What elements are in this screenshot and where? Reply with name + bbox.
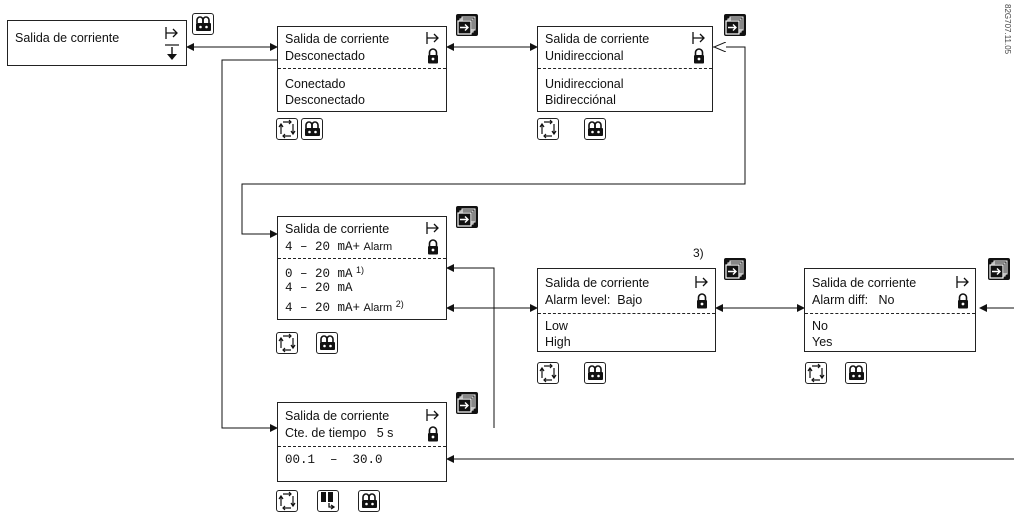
alarm-diff-option-1[interactable]: No: [812, 319, 828, 333]
enter-icon[interactable]: [988, 258, 1010, 280]
direction-menu-box[interactable]: Salida de corriente Unidireccional Unidi…: [537, 26, 713, 112]
direction-value: Unidireccional: [545, 49, 624, 63]
range-option-1[interactable]: 0 – 20 mA 1): [285, 263, 364, 282]
unlock-key-icon[interactable]: [301, 118, 323, 140]
range-option-3[interactable]: 4 – 20 mA+ Alarm 2): [285, 297, 404, 316]
range-value: 4 – 20 mA+ Alarm: [285, 239, 392, 255]
enter-icon: [426, 32, 439, 44]
navigate-arrows-icon[interactable]: [537, 362, 559, 384]
range-option-3-number: 4 – 20 mA+: [285, 301, 361, 315]
padlock-icon: [428, 426, 438, 442]
connected-title: Salida de corriente: [285, 32, 390, 46]
padlock-icon: [958, 293, 968, 309]
alarm-level-value: Alarm level: Bajo: [545, 293, 643, 307]
enter-icon[interactable]: [456, 392, 478, 414]
enter-icon: [695, 276, 708, 288]
unlock-key-icon[interactable]: [584, 118, 606, 140]
time-value: Cte. de tiempo 5 s: [285, 426, 394, 440]
navigate-arrows-icon[interactable]: [537, 118, 559, 140]
padlock-icon: [428, 239, 438, 255]
enter-icon: [692, 32, 705, 44]
time-title: Salida de corriente: [285, 409, 390, 423]
unlock-key-icon[interactable]: [358, 490, 380, 512]
direction-title: Salida de corriente: [545, 32, 650, 46]
alarm-level-option-2[interactable]: High: [545, 335, 571, 349]
unlock-key-icon[interactable]: [845, 362, 867, 384]
direction-option-1[interactable]: Unidireccional: [545, 77, 624, 91]
unlock-key-icon[interactable]: [192, 13, 214, 35]
time-constant-menu-box[interactable]: Salida de corriente Cte. de tiempo 5 s 0…: [277, 402, 447, 482]
time-option-range[interactable]: 00.1 – 30.0: [285, 453, 383, 467]
alarm-level-title: Salida de corriente: [545, 276, 650, 290]
direction-option-2[interactable]: Bidirecciónal: [545, 93, 616, 107]
alarm-diff-menu-box[interactable]: Salida de corriente Alarm diff: No No Ye…: [804, 268, 976, 352]
padlock-icon: [694, 48, 704, 64]
range-option-3-suffix: Alarm: [363, 302, 393, 314]
range-title: Salida de corriente: [285, 222, 390, 236]
start-menu-box[interactable]: Salida de corriente: [7, 20, 187, 66]
enter-icon: [956, 276, 969, 288]
figure-code: 82G707.11.05: [1003, 4, 1012, 55]
range-option-1-note: 1): [356, 265, 365, 275]
down-arrow-icon: [165, 44, 179, 60]
range-menu-box[interactable]: Salida de corriente 4 – 20 mA+ Alarm 0 –…: [277, 216, 447, 320]
range-value-suffix: Alarm: [363, 241, 393, 253]
alarm-diff-value: Alarm diff: No: [812, 293, 895, 307]
navigate-arrows-icon[interactable]: [276, 490, 298, 512]
range-option-3-note: 2): [395, 299, 404, 309]
enter-icon[interactable]: [724, 258, 746, 280]
navigate-arrows-icon[interactable]: [805, 362, 827, 384]
navigate-arrows-icon[interactable]: [276, 118, 298, 140]
range-value-number: 4 – 20 mA+: [285, 240, 361, 254]
connected-menu-box[interactable]: Salida de corriente Desconectado Conecta…: [277, 26, 447, 112]
alarm-diff-title: Salida de corriente: [812, 276, 917, 290]
enter-icon: [426, 409, 439, 421]
range-option-1-number: 0 – 20 mA: [285, 267, 353, 281]
alarm-level-menu-box[interactable]: Salida de corriente Alarm level: Bajo Lo…: [537, 268, 716, 352]
navigate-arrows-icon[interactable]: [276, 332, 298, 354]
connected-value: Desconectado: [285, 49, 365, 63]
unlock-key-icon[interactable]: [584, 362, 606, 384]
range-option-2-number: 4 – 20 mA: [285, 281, 353, 295]
padlock-icon: [697, 293, 707, 309]
connected-option-2[interactable]: Desconectado: [285, 93, 365, 107]
enter-icon[interactable]: [724, 14, 746, 36]
enter-icon[interactable]: [456, 206, 478, 228]
padlock-icon: [428, 48, 438, 64]
alarm-diff-option-2[interactable]: Yes: [812, 335, 833, 349]
unlock-key-icon[interactable]: [316, 332, 338, 354]
enter-icon[interactable]: [456, 14, 478, 36]
range-option-2[interactable]: 4 – 20 mA: [285, 280, 353, 296]
cursor-shift-icon[interactable]: [317, 490, 339, 512]
enter-icon: [426, 222, 439, 234]
enter-icon: [165, 27, 178, 39]
start-box-label: Salida de corriente: [15, 31, 120, 45]
footnote-3: 3): [693, 246, 704, 260]
alarm-level-option-1[interactable]: Low: [545, 319, 568, 333]
connected-option-1[interactable]: Conectado: [285, 77, 346, 91]
